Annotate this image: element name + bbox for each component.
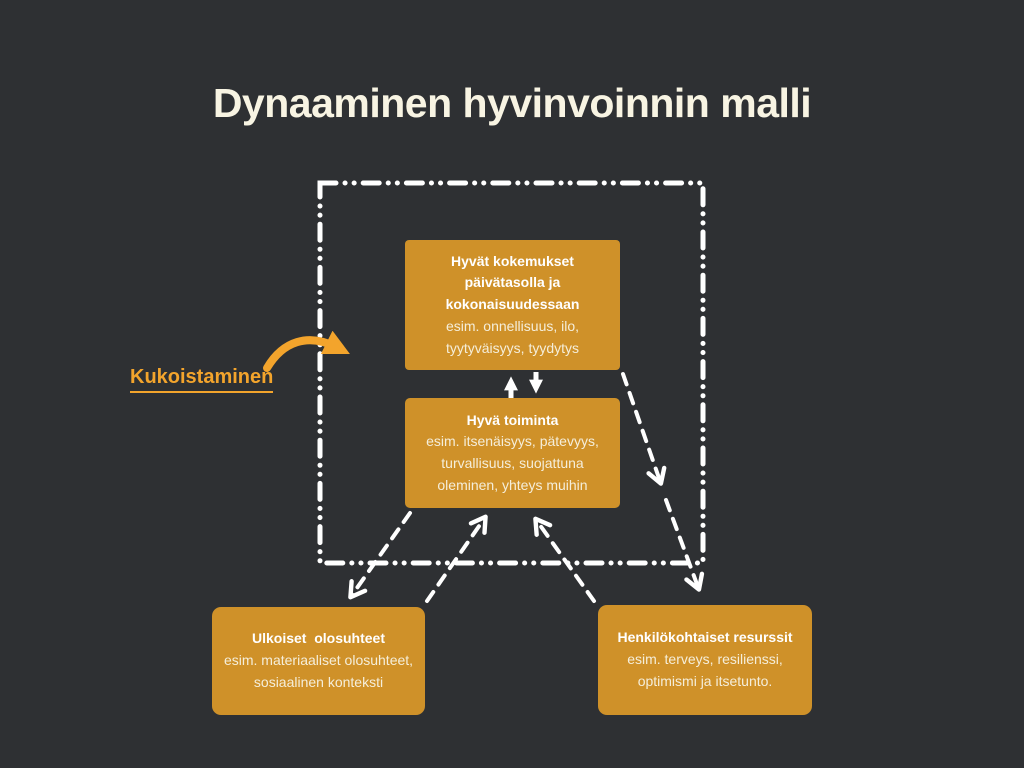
box-good-functioning: Hyvä toiminta esim. itsenäisyys, pätevyy… xyxy=(405,398,620,508)
arrow-boundary-to-personal xyxy=(664,498,705,592)
box-good-experiences-heading: Hyvät kokemukset päivätasolla ja kokonai… xyxy=(445,252,580,313)
flourishing-label: Kukoistaminen xyxy=(130,366,274,393)
box-personal-resources-body: esim. terveys, resilienssi, optimismi ja… xyxy=(627,651,783,689)
box-external-conditions-body: esim. materiaaliset olosuhteet, sosiaali… xyxy=(223,652,414,690)
arrow-functioning-to-external xyxy=(348,511,412,600)
box-personal-resources-heading: Henkilökohtaiset resurssit xyxy=(617,629,793,646)
box-good-experiences-body: esim. onnellisuus, ilo, tyytyväisyys, ty… xyxy=(445,317,580,356)
arrow-external-to-functioning xyxy=(425,514,488,603)
curved-swoosh-arrow-icon xyxy=(263,330,350,372)
box-good-experiences: Hyvät kokemukset päivätasolla ja kokonai… xyxy=(405,240,620,370)
arrow-experiences-outward xyxy=(621,372,667,486)
system-boundary-dashed-rect xyxy=(317,180,706,566)
arrow-personal-to-functioning xyxy=(533,516,596,603)
box-external-conditions-heading: Ulkoiset olosuhteet xyxy=(251,630,386,647)
box-good-functioning-heading: Hyvä toiminta xyxy=(466,411,559,428)
box-good-functioning-body: esim. itsenäisyys, pätevyys, turvallisuu… xyxy=(426,433,599,493)
box-external-conditions: Ulkoiset olosuhteet esim. materiaaliset … xyxy=(212,607,425,715)
page-title: Dynaaminen hyvinvoinnin malli xyxy=(212,80,812,126)
box-personal-resources: Henkilökohtaiset resurssit esim. terveys… xyxy=(598,605,812,715)
